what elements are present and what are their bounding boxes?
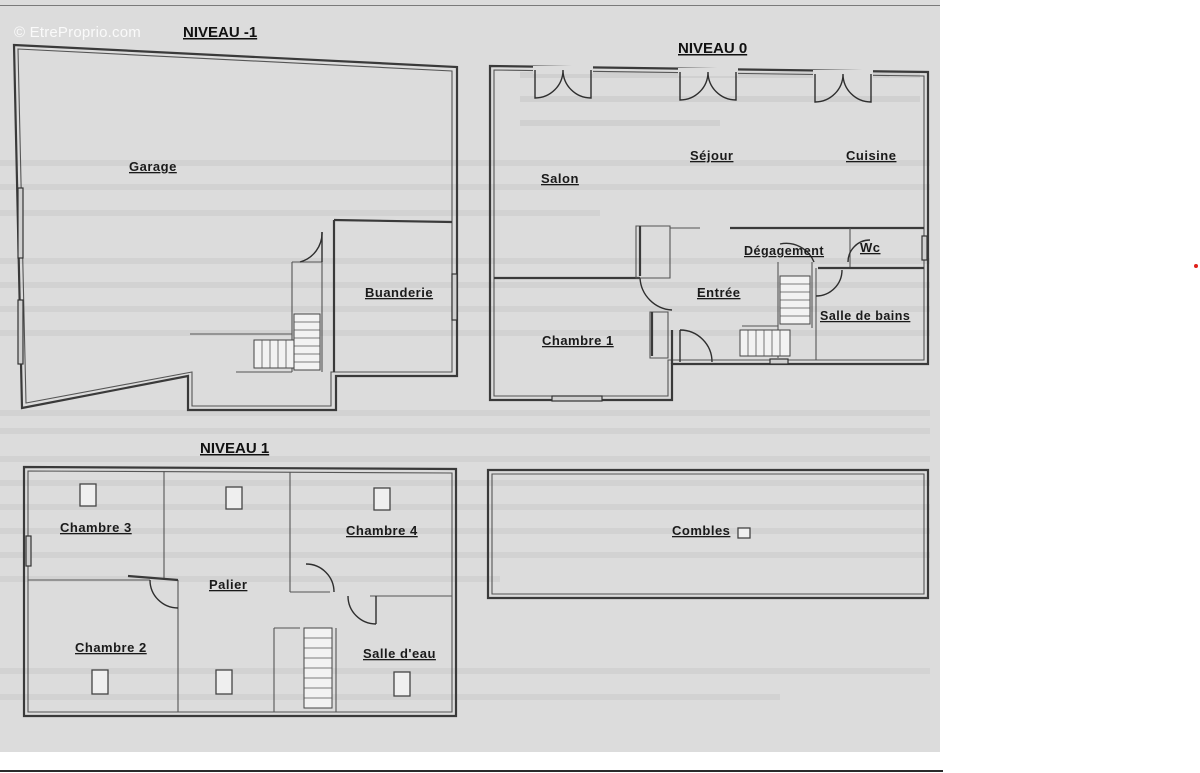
buanderie-window — [451, 273, 458, 321]
room-label-salon: Salon — [541, 171, 579, 186]
plan-sheet: NIVEAU -1 — [0, 0, 940, 752]
room-label-palier: Palier — [209, 577, 247, 592]
garage-window-upper — [17, 187, 24, 259]
combles-inner-wall — [491, 473, 925, 595]
garage-window-lower — [17, 299, 24, 365]
room-label-salle-deau: Salle d'eau — [363, 646, 436, 661]
level-1-outer-wall — [22, 465, 458, 718]
chambre3-door-leaf — [127, 574, 179, 582]
sdb-door-swing — [815, 269, 843, 297]
degagement-door-swing — [779, 242, 815, 263]
level-0-title: NIVEAU 0 — [678, 40, 747, 57]
level-1-inner-wall — [27, 470, 453, 713]
room-label-chambre1: Chambre 1 — [542, 333, 614, 348]
room-label-buanderie: Buanderie — [365, 285, 433, 300]
stair-door-swing — [299, 231, 323, 263]
room-label-chambre2: Chambre 2 — [75, 640, 147, 655]
velux-chambre3 — [79, 483, 97, 507]
room-label-salle-de-bains: Salle de bains — [820, 309, 910, 323]
room-label-garage: Garage — [129, 159, 177, 174]
room-label-wc: Wc — [860, 240, 881, 255]
room-label-cuisine: Cuisine — [846, 148, 896, 163]
entree-closet-lower — [649, 311, 669, 359]
bottom-rule — [0, 770, 943, 772]
velux-palier — [225, 486, 243, 510]
level-minus-1-title: NIVEAU -1 — [183, 24, 257, 41]
french-doors — [533, 66, 873, 103]
buanderie-wall-top — [333, 218, 453, 224]
background-text-lines — [0, 72, 930, 700]
floor-plan-drawing: NIVEAU -1 — [0, 24, 930, 718]
staircase-level-0 — [739, 262, 813, 358]
room-label-chambre4: Chambre 4 — [346, 523, 418, 538]
combles-hatch — [737, 527, 751, 539]
room-label-chambre3: Chambre 3 — [60, 520, 132, 535]
watermark: © EtreProprio.com — [14, 24, 141, 41]
room-label-combles: Combles — [672, 523, 730, 538]
front-door-swing — [679, 329, 713, 363]
velux-salle-deau — [393, 671, 411, 697]
chambre1-window — [551, 395, 603, 402]
velux-chambre2 — [91, 669, 109, 695]
garage-inner-wall — [17, 48, 453, 407]
room-label-sejour: Séjour — [690, 148, 733, 163]
velux-palier-bottom — [215, 669, 233, 695]
chambre1-door-swing — [639, 277, 673, 311]
level-combles: Combles — [486, 468, 930, 600]
salle-deau-door-swing — [347, 595, 377, 625]
sheet-top-edge — [0, 5, 940, 6]
staircase-level-minus-1 — [253, 313, 321, 371]
chambre2-door-swing — [149, 579, 179, 609]
level-0: NIVEAU 0 — [488, 40, 930, 402]
level-0-inner-wall — [493, 69, 925, 397]
chambre3-window — [25, 535, 32, 567]
red-dot-marker — [1194, 264, 1198, 268]
room-label-degagement: Dégagement — [744, 244, 824, 258]
level-1-title: NIVEAU 1 — [200, 440, 269, 457]
staircase-level-1 — [303, 627, 333, 709]
level-0-window-right — [921, 235, 928, 261]
room-label-entree: Entrée — [697, 285, 740, 300]
level-1: NIVEAU 1 — [22, 440, 458, 718]
wc-door-swing — [847, 239, 871, 263]
combles-outer-wall — [486, 468, 930, 600]
entree-closet-upper — [635, 225, 671, 279]
garage-outer-wall — [12, 43, 459, 412]
level-minus-1: NIVEAU -1 — [12, 24, 459, 412]
sdb-window — [769, 358, 789, 365]
chambre4-door-swing — [305, 563, 335, 593]
velux-chambre4 — [373, 487, 391, 511]
